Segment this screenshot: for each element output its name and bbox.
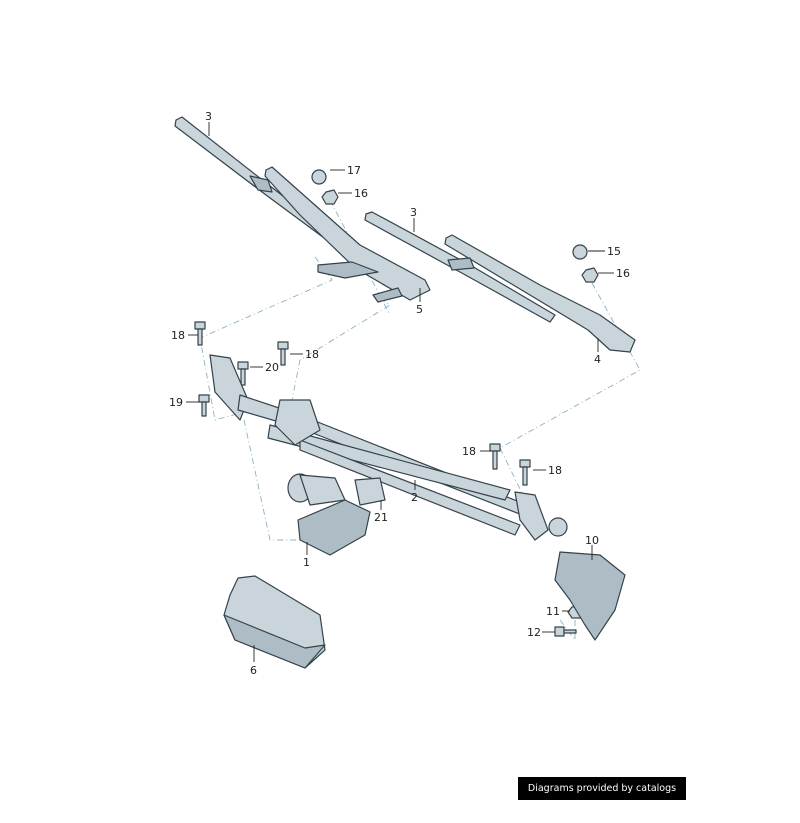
callout-2: 2 bbox=[411, 491, 418, 504]
callout-5: 5 bbox=[416, 303, 423, 316]
callout-3: 3 bbox=[205, 110, 212, 123]
bolt-18[interactable] bbox=[194, 321, 206, 330]
bolt-20[interactable] bbox=[237, 361, 249, 370]
bolt-19[interactable] bbox=[198, 394, 210, 403]
nut-16[interactable] bbox=[321, 189, 339, 205]
bolt-18[interactable] bbox=[489, 443, 501, 452]
nut-16-right[interactable] bbox=[581, 267, 599, 283]
callout-18: 18 bbox=[548, 464, 562, 477]
callout-6: 6 bbox=[250, 664, 257, 677]
callout-labels: 3 17 16 3 15 16 5 4 18 18 20 19 18 18 2 … bbox=[169, 110, 630, 677]
cover-trim[interactable] bbox=[223, 575, 326, 669]
callout-12: 12 bbox=[527, 626, 541, 639]
rubber-pad[interactable] bbox=[354, 477, 386, 506]
callout-20: 20 bbox=[265, 361, 279, 374]
bolt-18[interactable] bbox=[277, 341, 289, 350]
bolt-18[interactable] bbox=[519, 459, 531, 468]
callout-1: 1 bbox=[303, 556, 310, 569]
watermark-badge: Diagrams provided by catalogs parts bbox=[518, 777, 686, 817]
wiper-parts-diagram: 3 17 16 3 15 16 5 4 18 18 20 19 18 18 2 … bbox=[169, 110, 641, 677]
bolts bbox=[194, 321, 585, 637]
callout-10: 10 bbox=[585, 534, 599, 547]
callout-18: 18 bbox=[171, 329, 185, 342]
callout-11: 11 bbox=[546, 605, 560, 618]
callout-3: 3 bbox=[410, 206, 417, 219]
callout-16: 16 bbox=[354, 187, 368, 200]
wiper-motor[interactable] bbox=[287, 473, 371, 556]
callout-18: 18 bbox=[305, 348, 319, 361]
wiper-arm-left[interactable] bbox=[264, 166, 431, 303]
callout-4: 4 bbox=[594, 353, 601, 366]
bolt-12[interactable] bbox=[554, 626, 565, 637]
callout-18: 18 bbox=[462, 445, 476, 458]
cap-15[interactable] bbox=[572, 244, 588, 260]
callout-16: 16 bbox=[616, 267, 630, 280]
callout-21: 21 bbox=[374, 511, 388, 524]
callout-17: 17 bbox=[347, 164, 361, 177]
cap-17[interactable] bbox=[311, 169, 327, 185]
callout-15: 15 bbox=[607, 245, 621, 258]
callout-leaders bbox=[186, 122, 614, 662]
wiper-linkage[interactable] bbox=[209, 354, 568, 541]
bracket[interactable] bbox=[554, 551, 626, 641]
wiper-arm-right[interactable] bbox=[444, 234, 636, 353]
callout-19: 19 bbox=[169, 396, 183, 409]
